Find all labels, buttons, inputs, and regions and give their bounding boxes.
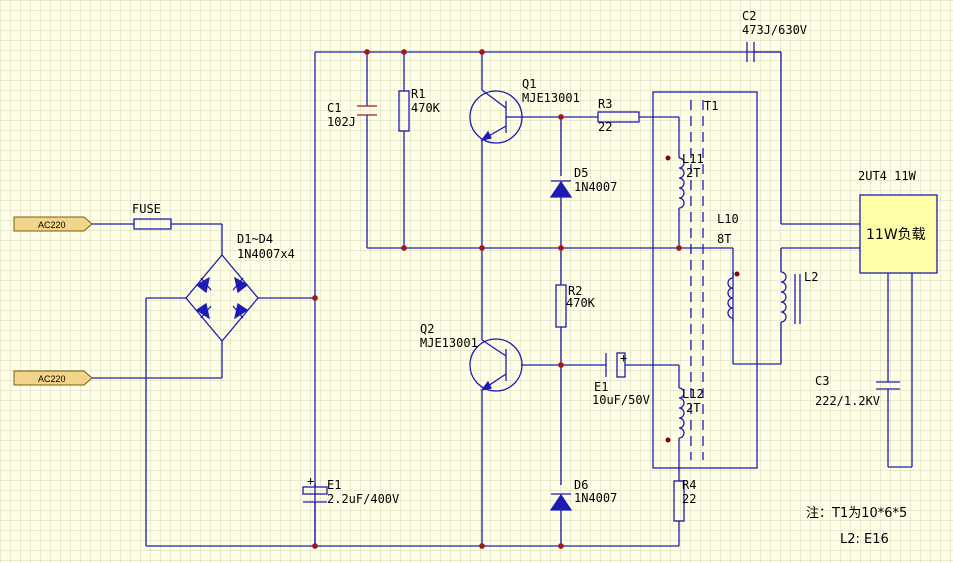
load-box [859,194,938,274]
r1-ref: R1 [411,87,425,101]
t1-ref: T1 [704,99,718,113]
svg-text:+: + [620,351,627,365]
capacitor-c3-symbol [876,381,900,390]
inductor-l12-symbol [678,387,685,439]
load-label: 11W负载 [866,227,926,243]
junction-dots [312,49,682,549]
transistor-q2-symbol [469,338,523,392]
inductor-l11-symbol [678,157,685,209]
transistor-q1-symbol [469,89,523,144]
l10-ref: L10 [717,212,739,226]
c3-ref: C3 [815,374,829,388]
bridge-rectifier-symbol [185,253,259,343]
d6-value: 1N4007 [574,491,617,505]
r3-ref: R3 [598,97,612,111]
load-title: 2UT4 11W [858,169,917,183]
l12-ref: L12 [682,387,704,401]
c1-value: 102J [327,115,356,129]
r1-value: 470K [411,101,441,115]
e1-small-value: 10uF/50V [592,393,650,407]
resistor-r2-symbol [555,284,567,328]
r2-value: 470K [566,296,596,310]
fuse-label: FUSE [132,202,161,216]
capacitor-c1-symbol [357,105,377,116]
l2-ref: L2 [804,270,818,284]
e1-big-ref: E1 [327,478,341,492]
q2-value: MJE13001 [420,336,478,350]
l2-core-lines [794,274,801,324]
port-ac220-top [13,216,93,232]
c3-value: 222/1.2KV [815,394,880,408]
d5-ref: D5 [574,166,588,180]
r2-ref: R2 [568,284,582,298]
r3-value: 22 [598,120,612,134]
q2-ref: Q2 [420,322,434,336]
c2-value: 473J/630V [742,23,807,37]
resistor-r3-symbol [597,111,640,123]
q1-value: MJE13001 [522,91,580,105]
q1-ref: Q1 [522,77,536,91]
resistor-r4-symbol [673,480,685,522]
r4-value: 22 [682,492,696,506]
l11-value: 2T [686,166,700,180]
inductor-l2-symbol [780,271,787,323]
l11-ref: L11 [682,152,704,166]
diode-d6-symbol [549,493,573,511]
diode-d5-symbol [549,180,573,198]
capacitor-e1-big-symbol: + [302,474,328,546]
c2-ref: C2 [742,9,756,23]
capacitor-e1-small-symbol: + [605,351,627,378]
e1-small-ref: E1 [594,380,608,394]
r4-ref: R4 [682,478,696,492]
port-ac220-bottom [13,370,93,386]
l12-value: 2T [686,401,700,415]
note-line-1: 注：T1为10*6*5 [806,506,907,521]
transformer-t1-frame [652,91,758,469]
svg-text:+: + [307,474,314,488]
note-line-2: L2: E16 [840,532,889,547]
ac-input-bottom-label: AC220 [38,374,66,384]
ac-input-top-label: AC220 [38,220,66,230]
inductor-l10-symbol [727,277,734,319]
d5-value: 1N4007 [574,180,617,194]
winding-dots [665,155,740,443]
resistor-r1-symbol [398,90,410,132]
bridge-value: 1N4007x4 [237,247,295,261]
fuse-symbol [133,218,172,230]
l10-value: 8T [717,232,731,246]
e1-big-value: 2.2uF/400V [327,492,399,506]
c1-ref: C1 [327,101,341,115]
d6-ref: D6 [574,478,588,492]
bridge-ref: D1~D4 [237,232,273,246]
